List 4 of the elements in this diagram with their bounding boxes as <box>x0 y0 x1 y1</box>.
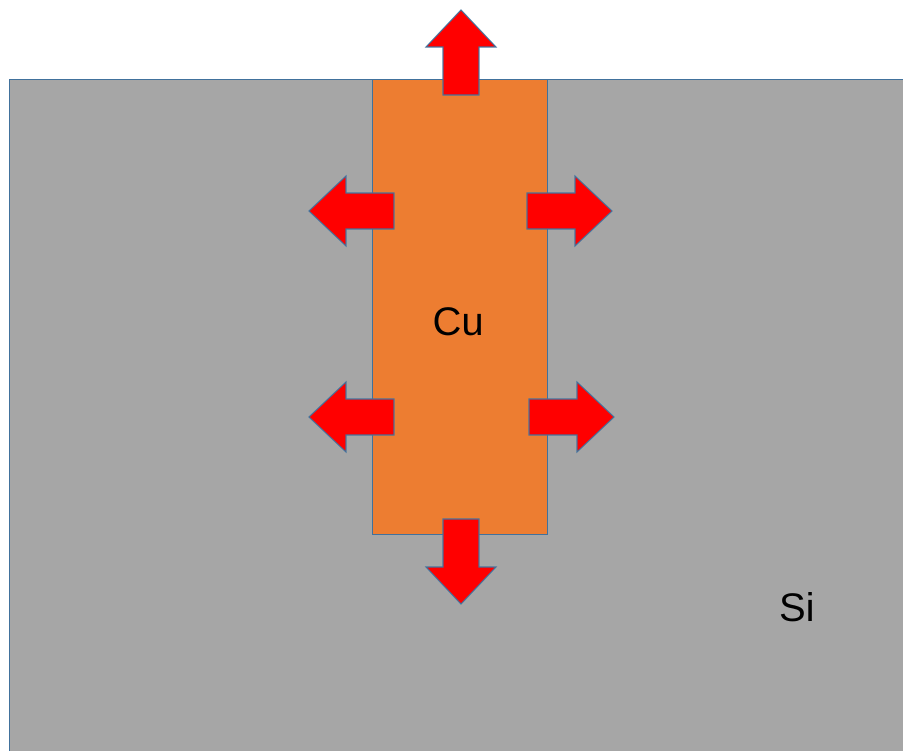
material-label: Si <box>779 588 815 628</box>
material-label: Cu <box>432 302 484 342</box>
silicon-block <box>9 79 903 751</box>
copper-via <box>372 78 548 534</box>
